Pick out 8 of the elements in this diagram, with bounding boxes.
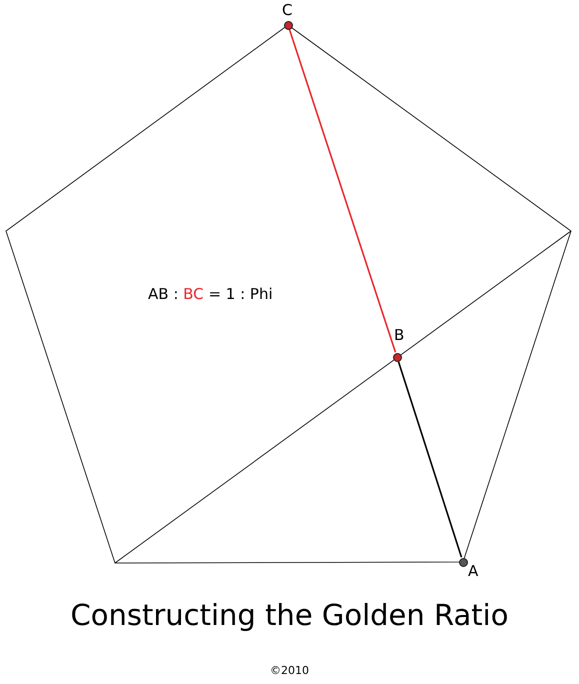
point-label: C [282,2,292,18]
ratio-equation: AB : BC = 1 : Phi [148,285,273,303]
point-label: A [468,563,478,579]
line-segment [288,30,396,352]
copyright-note: ©2010 [269,664,310,677]
line-segment [398,362,462,558]
point-label: B [394,327,404,343]
diagram-title: Constructing the Golden Ratio [70,598,510,632]
